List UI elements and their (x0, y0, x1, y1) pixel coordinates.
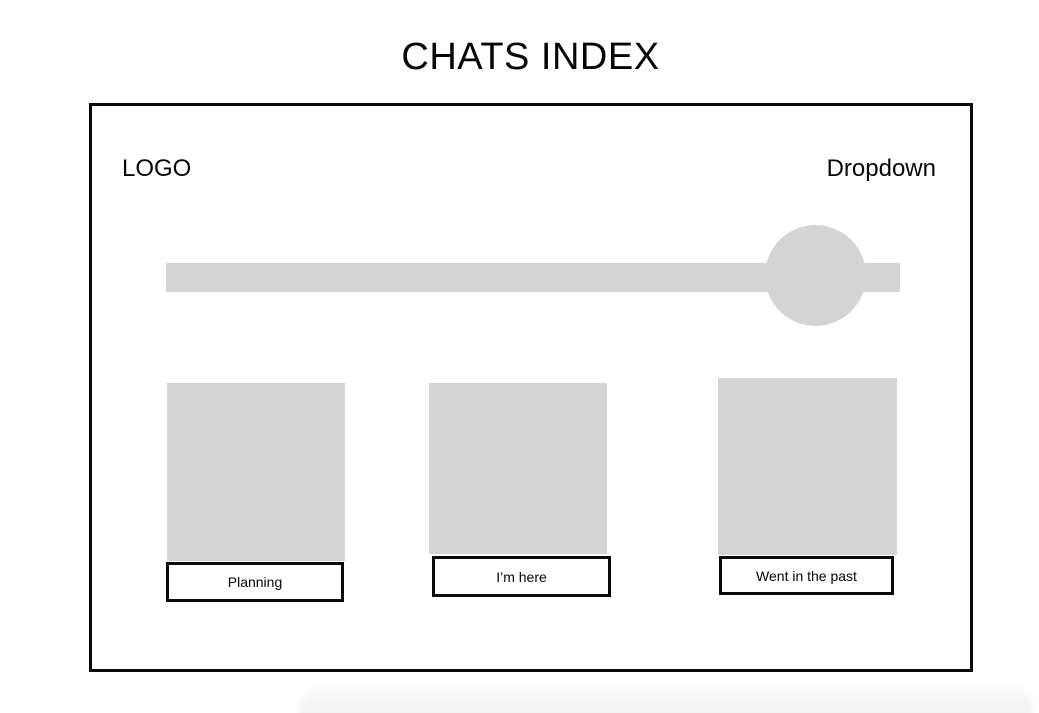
card-image-planning[interactable] (167, 383, 345, 561)
im-here-button[interactable]: I’m here (432, 556, 611, 597)
page-title: CHATS INDEX (401, 36, 660, 78)
card-image-went-in-the-past[interactable] (718, 378, 897, 555)
went-in-the-past-button[interactable]: Went in the past (719, 556, 894, 595)
card-image-im-here[interactable] (429, 383, 607, 554)
planning-button[interactable]: Planning (166, 562, 344, 602)
slider (166, 225, 900, 326)
dropdown-control[interactable]: Dropdown (826, 155, 936, 182)
logo[interactable]: LOGO (122, 155, 192, 182)
bottom-sheet-shadow (300, 681, 1032, 713)
main-frame: LOGO Dropdown Planning I’m here Went in … (89, 103, 973, 672)
slider-handle[interactable] (765, 225, 866, 326)
